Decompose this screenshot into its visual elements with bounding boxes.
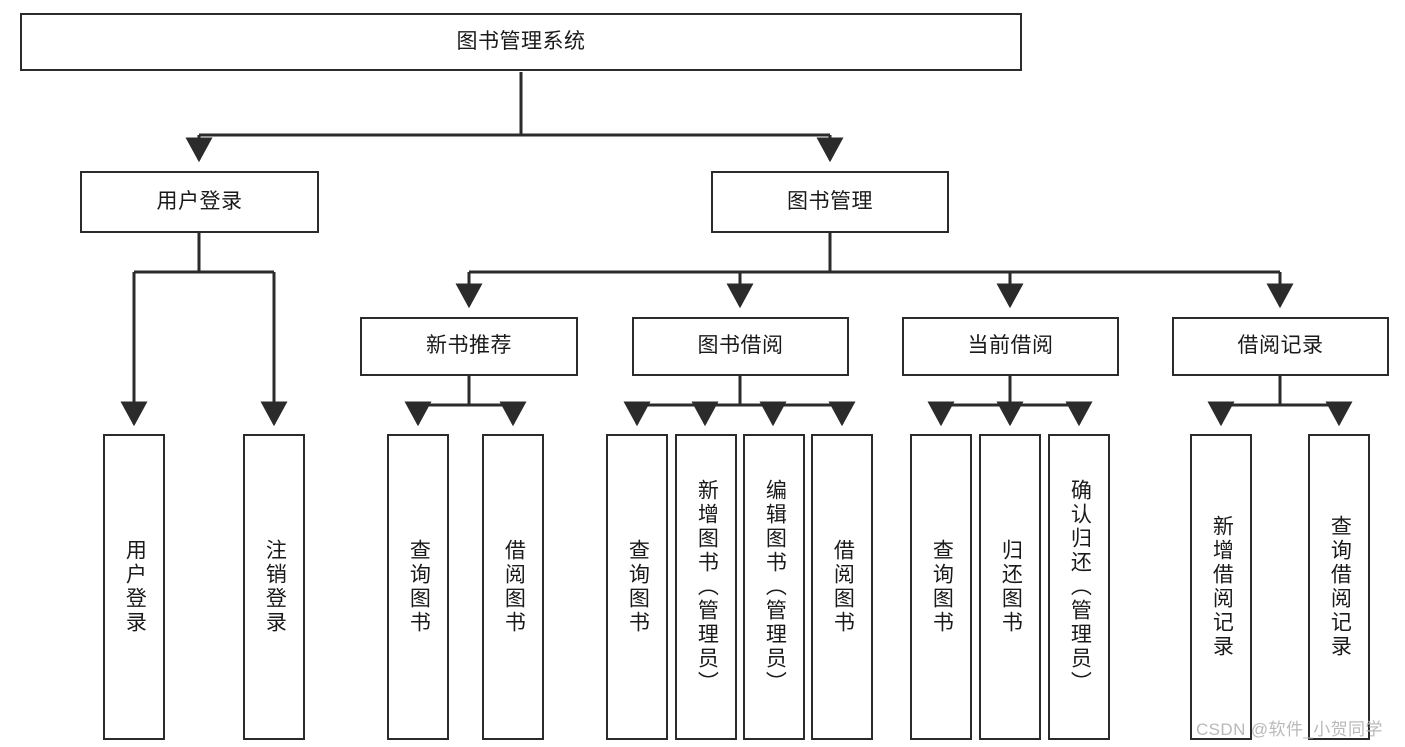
- node-label: 图书管理系统: [456, 29, 586, 53]
- node-leaf-query-book-recommend[interactable]: 查询图书: [387, 434, 449, 740]
- node-label: 借阅记录: [1237, 334, 1324, 358]
- node-leaf-query-borrow-record[interactable]: 查询借阅记录: [1308, 434, 1370, 740]
- node-new-book-recommend[interactable]: 新书推荐: [360, 317, 578, 376]
- node-leaf-query-book-current[interactable]: 查询图书: [910, 434, 972, 740]
- node-label: 确认归还（管理员）: [1068, 479, 1092, 695]
- node-leaf-user-login[interactable]: 用户登录: [103, 434, 165, 740]
- node-label: 查询借阅记录: [1328, 515, 1352, 659]
- node-leaf-add-borrow-record[interactable]: 新增借阅记录: [1190, 434, 1252, 740]
- node-leaf-return-book[interactable]: 归还图书: [979, 434, 1041, 740]
- node-leaf-borrow-book[interactable]: 借阅图书: [811, 434, 873, 740]
- node-label: 新增借阅记录: [1210, 515, 1234, 659]
- node-leaf-logout-login[interactable]: 注销登录: [243, 434, 305, 740]
- node-label: 图书借阅: [697, 334, 784, 358]
- node-leaf-borrow-book-recommend[interactable]: 借阅图书: [482, 434, 544, 740]
- node-leaf-query-book-borrow[interactable]: 查询图书: [606, 434, 668, 740]
- node-current-borrow[interactable]: 当前借阅: [902, 317, 1119, 376]
- node-leaf-edit-book[interactable]: 编辑图书（管理员）: [743, 434, 805, 740]
- node-label: 查询图书: [407, 539, 431, 635]
- node-label: 编辑图书（管理员）: [763, 479, 787, 695]
- node-user-login[interactable]: 用户登录: [80, 171, 319, 233]
- node-label: 借阅图书: [502, 539, 526, 635]
- node-label: 查询图书: [626, 539, 650, 635]
- node-label: 新书推荐: [426, 334, 512, 358]
- node-book-borrow[interactable]: 图书借阅: [632, 317, 849, 376]
- node-label: 用户登录: [123, 539, 147, 635]
- node-label: 借阅图书: [831, 539, 855, 635]
- node-label: 图书管理: [787, 189, 873, 213]
- node-label: 归还图书: [999, 539, 1023, 635]
- node-borrow-record[interactable]: 借阅记录: [1172, 317, 1389, 376]
- node-root-book-management-system[interactable]: 图书管理系统: [20, 13, 1022, 71]
- node-book-management[interactable]: 图书管理: [711, 171, 949, 233]
- node-leaf-add-book[interactable]: 新增图书（管理员）: [675, 434, 737, 740]
- node-label: 注销登录: [263, 539, 287, 635]
- node-label: 用户登录: [156, 189, 243, 213]
- node-leaf-confirm-return[interactable]: 确认归还（管理员）: [1048, 434, 1110, 740]
- node-label: 当前借阅: [967, 334, 1054, 358]
- node-label: 新增图书（管理员）: [695, 479, 719, 695]
- node-label: 查询图书: [930, 539, 954, 635]
